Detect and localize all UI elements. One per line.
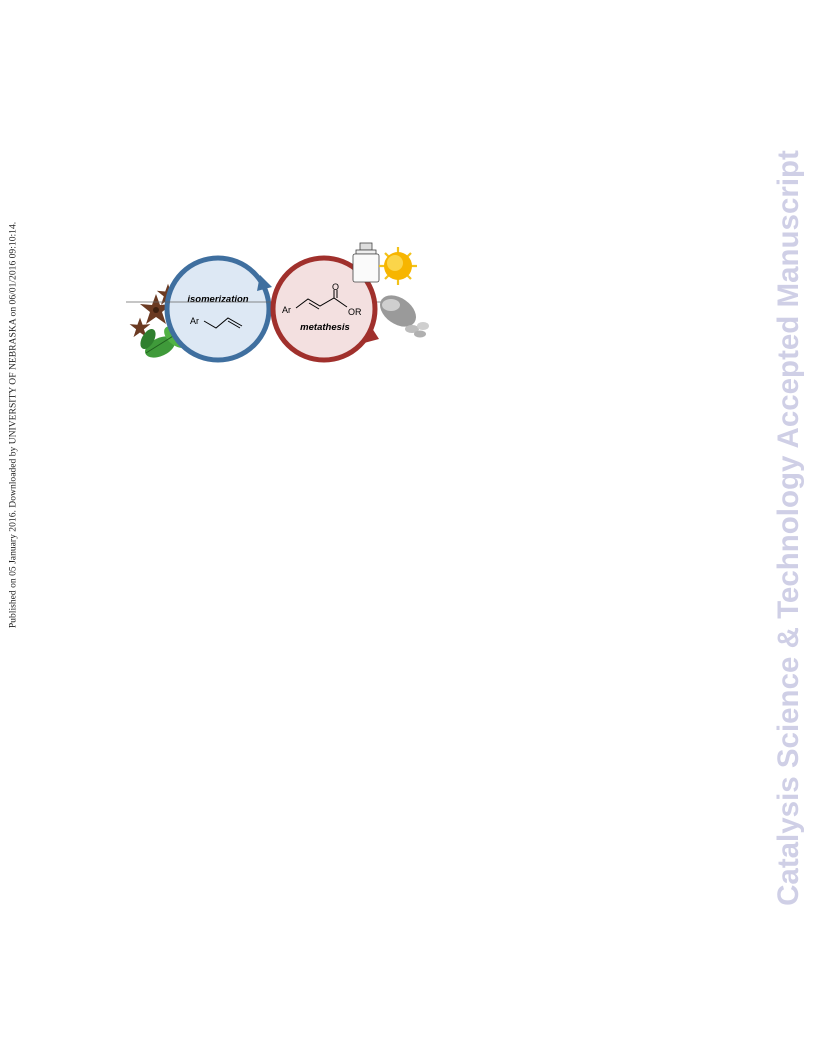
isomerization-cycle: isomerization Ar: [164, 255, 272, 363]
graphical-abstract: isomerization Ar Ar O OR metathesis: [120, 235, 440, 370]
pills-icon: [379, 295, 429, 338]
isomerization-label: isomerization: [187, 294, 248, 305]
perfume-bottle-icon: [352, 242, 380, 283]
left-ar-label: Ar: [190, 316, 199, 326]
metathesis-label: metathesis: [300, 322, 350, 333]
right-ar-label: Ar: [282, 305, 291, 315]
ester-or-label: OR: [348, 307, 362, 317]
allylbenzene-structure: [203, 317, 243, 329]
accepted-manuscript-watermark: Catalysis Science & Technology Accepted …: [772, 150, 805, 906]
metathesis-cycle: Ar O OR metathesis: [270, 255, 379, 363]
carbonyl-oxygen-label: O: [332, 282, 339, 292]
cinnamate-structure: [295, 290, 348, 310]
publication-sidebar-note: Published on 05 January 2016. Downloaded…: [7, 221, 19, 629]
sun-icon: [379, 247, 417, 285]
